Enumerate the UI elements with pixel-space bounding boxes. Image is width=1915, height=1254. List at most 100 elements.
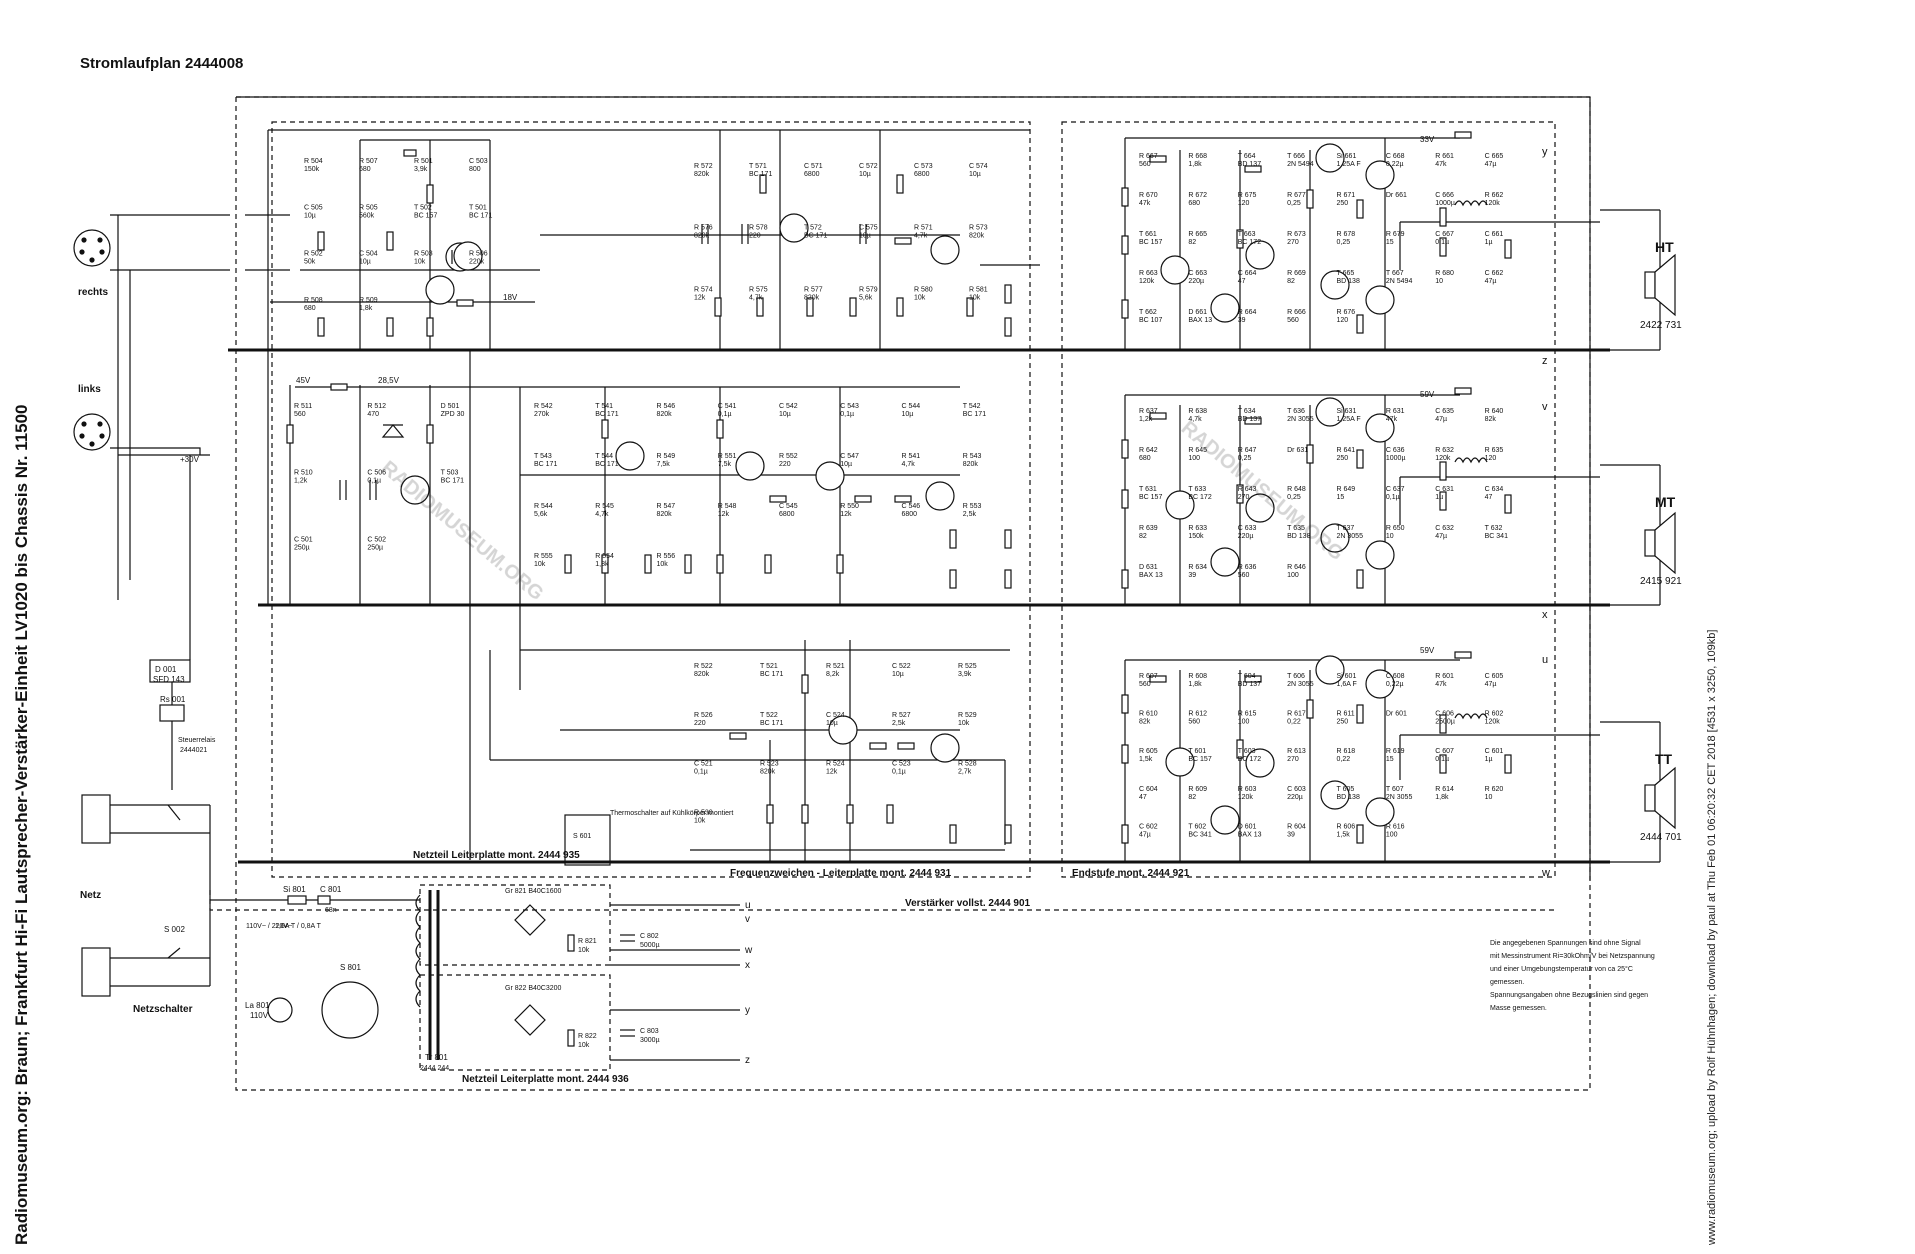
component-value: 220k [469,259,485,266]
component-designator: C 602 [1139,823,1158,830]
component-designator: R 579 [859,286,878,293]
component-designator: C 504 [359,251,378,258]
component-value: 120k [1139,278,1155,285]
component-value: BC 157 [1139,239,1162,246]
component-designator: C 503 [469,158,488,165]
component-value: 270k [534,411,550,418]
component-value: 470 [367,411,379,418]
component-value: 10k [958,720,970,727]
svg-text:110V~ / 220V~: 110V~ / 220V~ [246,923,292,930]
component-designator: Si 631 [1337,408,1357,415]
component-value: 82k [1485,416,1497,423]
component-value: 3,9k [958,671,972,678]
component-designator: C 545 [779,503,798,510]
component-designator: T 606 [1287,673,1305,680]
component-designator: Si 601 [1337,673,1357,680]
component-value: 1,2k [294,478,308,485]
component-value: 1µ [1485,239,1493,246]
component-designator: C 632 [1435,525,1454,532]
component-designator: R 608 [1188,673,1207,680]
component-value: BC 171 [749,171,772,178]
component-designator: R 648 [1287,486,1306,493]
component-designator: R 676 [1337,309,1356,316]
component-value: 220 [694,720,706,727]
component-value: BAX 13 [1238,831,1262,838]
svg-text:S 601: S 601 [573,833,591,840]
svg-text:Thermoschalter auf Kühlkörper: Thermoschalter auf Kühlkörper montiert [610,810,733,817]
component-designator: C 521 [694,761,713,768]
svg-text:Gr 821 B40C1600: Gr 821 B40C1600 [505,888,562,895]
component-value: 0,1µ [892,769,906,776]
component-designator: T 662 [1139,309,1157,316]
component-value: 250µ [294,544,310,551]
component-value: 10 [1386,533,1394,540]
component-value: BC 341 [1485,533,1508,540]
component-designator: C 502 [367,536,386,543]
svg-text:2444021: 2444021 [180,747,207,754]
component-value: 50k [304,259,316,266]
svg-text:C 803: C 803 [640,1028,659,1035]
component-designator: C 543 [840,403,859,410]
svg-text:Steuerrelais: Steuerrelais [178,737,216,744]
component-designator: R 508 [304,297,323,304]
component-value: 47k [1435,161,1447,168]
component-designator: C 664 [1238,270,1257,277]
output-ht: HT 2422 731 [1600,209,1682,351]
component-value: 15 [1386,239,1394,246]
component-value: 10 [1485,794,1493,801]
component-designator: R 636 [1238,564,1257,571]
component-value: 820k [963,461,979,468]
component-designator: R 527 [892,712,911,719]
component-value: 220 [749,233,761,240]
svg-text:x: x [1542,609,1548,621]
input-links-label: links [78,384,101,395]
component-designator: R 578 [749,225,768,232]
svg-text:D 001: D 001 [155,665,177,674]
component-value: BC 157 [414,212,437,219]
component-designator: R 605 [1139,748,1158,755]
component-value: 2500µ [1435,719,1455,726]
component-designator: R 642 [1139,447,1158,454]
component-value: 10k [969,294,981,301]
component-value: 560 [1139,681,1151,688]
component-value: 10k [657,561,669,568]
component-designator: C 505 [304,204,323,211]
component-designator: C 524 [826,712,845,719]
component-value: 10µ [859,233,871,240]
component-designator: T 521 [760,663,778,670]
mains-input: Netz Netzschalter S 002 [80,794,420,1015]
component-value: 100 [1238,719,1250,726]
svg-text:Die angegebenen Spannungen sin: Die angegebenen Spannungen sind ohne Sig… [1490,940,1641,947]
component-designator: Dr 661 [1386,192,1407,199]
component-designator: T 503 [441,470,459,477]
component-designator: R 677 [1287,192,1306,199]
component-designator: C 572 [859,163,878,170]
component-value: 120k [1485,719,1501,726]
component-value: 12k [840,511,852,518]
svg-text:28,5V: 28,5V [378,376,400,385]
component-designator: R 575 [749,286,768,293]
component-designator: R 551 [718,453,737,460]
component-designator: R 645 [1188,447,1207,454]
component-designator: R 574 [694,286,713,293]
svg-text:R 821: R 821 [578,938,597,945]
component-designator: D 661 [1188,309,1207,316]
component-value: 82 [1188,794,1196,801]
component-designator: R 523 [760,761,779,768]
verstaerker-label: Verstärker vollst. 2444 901 [905,898,1031,909]
svg-text:45V: 45V [296,376,311,385]
component-designator: T 666 [1287,153,1305,160]
component-value: 2N 3055 [1337,533,1364,540]
component-value: BAX 13 [1188,317,1212,324]
component-value: BC 171 [760,671,783,678]
component-designator: R 554 [595,553,614,560]
ht-filter-stage [540,130,1040,350]
component-value: 250µ [367,544,383,551]
component-value: 1µ [1435,494,1443,501]
